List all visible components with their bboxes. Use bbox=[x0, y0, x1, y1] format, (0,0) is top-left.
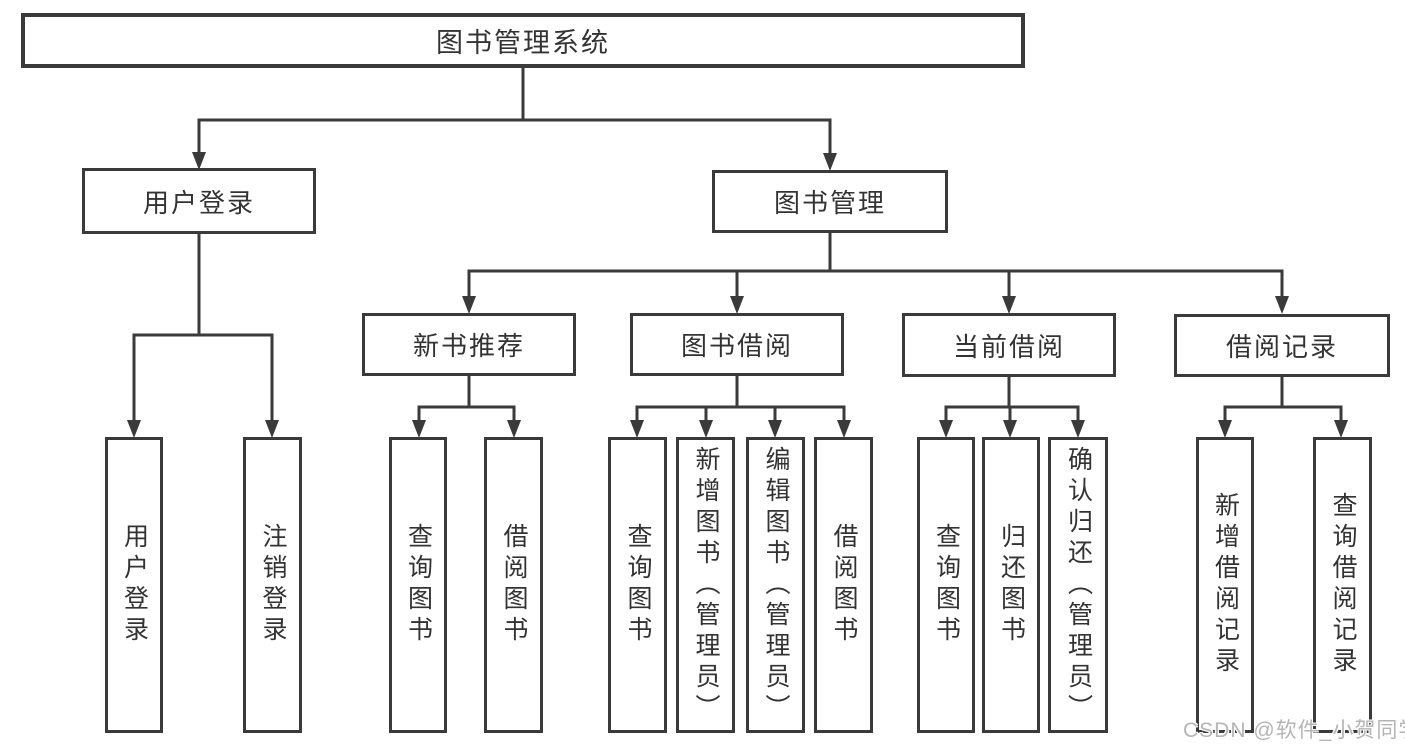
node-book-borrowing: 图书借阅 bbox=[630, 313, 844, 376]
node-user-login: 用户登录 bbox=[82, 168, 316, 234]
leaf-current-confirm-return-admin: 确认归还（管理员） bbox=[1048, 437, 1108, 733]
node-book-management: 图书管理 bbox=[712, 170, 948, 233]
leaf-user-login: 用户登录 bbox=[105, 437, 163, 733]
leaf-borrowing-edit-books-admin: 编辑图书（管理员） bbox=[746, 437, 805, 733]
leaf-current-query-books: 查询图书 bbox=[917, 437, 975, 733]
leaf-current-return-books: 归还图书 bbox=[982, 437, 1040, 733]
leaf-recommend-query-books: 查询图书 bbox=[389, 437, 447, 733]
connector-paths bbox=[132, 68, 1343, 423]
leaf-borrowing-query-books: 查询图书 bbox=[608, 437, 667, 733]
csdn-watermark: CSDN @软件_小贺同学 bbox=[1183, 719, 1405, 742]
node-root-system: 图书管理系统 bbox=[21, 13, 1025, 68]
leaf-records-add-record: 新增借阅记录 bbox=[1196, 437, 1254, 733]
node-borrowing-records: 借阅记录 bbox=[1174, 314, 1390, 377]
leaf-logout: 注销登录 bbox=[243, 437, 302, 733]
leaf-recommend-borrow-books: 借阅图书 bbox=[484, 437, 543, 733]
node-current-borrowing: 当前借阅 bbox=[902, 313, 1116, 377]
node-new-book-recommend: 新书推荐 bbox=[362, 313, 576, 376]
leaf-borrowing-borrow-books: 借阅图书 bbox=[814, 437, 873, 733]
leaf-borrowing-add-books-admin: 新增图书（管理员） bbox=[676, 437, 735, 733]
leaf-records-query-record: 查询借阅记录 bbox=[1313, 437, 1372, 733]
